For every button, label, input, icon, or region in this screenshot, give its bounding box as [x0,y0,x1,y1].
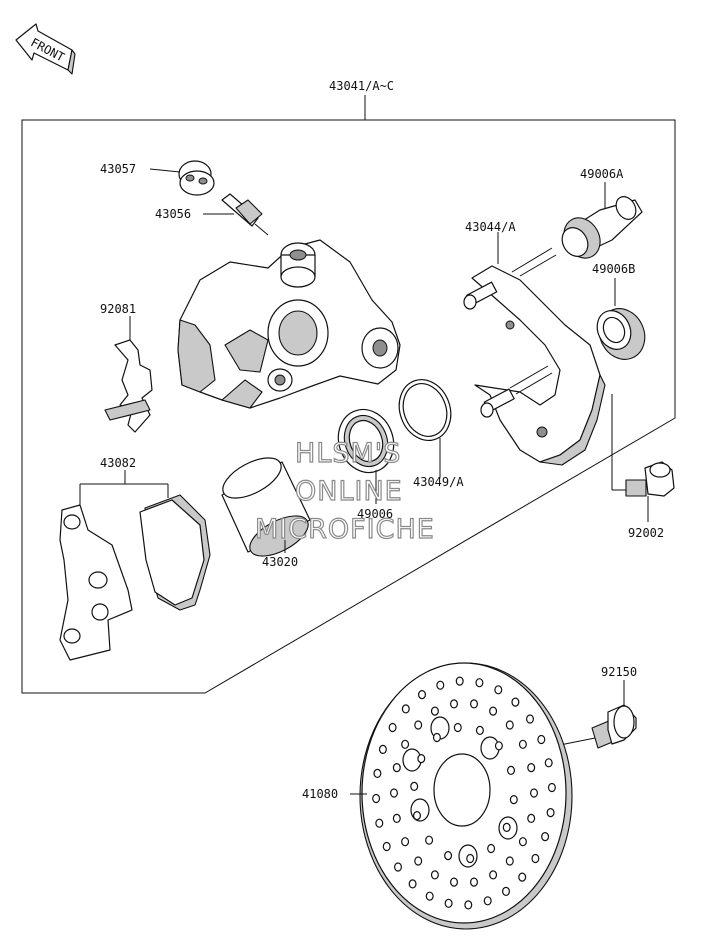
label-43049: 43049/A [413,475,464,489]
disc-hole [414,720,423,730]
disc-hole [489,706,498,716]
disc-hole [436,680,445,690]
caliper-body [177,239,401,409]
disc-hole [505,856,514,866]
disc-hole [375,818,384,828]
boot-49006a [561,196,643,259]
label-49006a: 49006A [580,167,624,181]
disc-hole [509,794,518,805]
disc-hole [450,877,459,887]
disc-hole [531,853,540,864]
disc-hole [390,788,399,798]
disc-hole [544,758,553,768]
dust-seal-49006 [337,408,395,474]
disc-hole [466,853,475,864]
disc-hole [378,744,387,755]
disc-hole [494,741,503,751]
bolt-92002 [625,461,675,497]
disc-hole [414,856,423,866]
disc-hole [541,831,550,842]
bleeder-valve-43056 [221,193,269,236]
label-41080: 41080 [302,787,338,801]
disc-bolt-92150 [591,704,637,749]
boot-49006b [596,308,646,360]
cap-43057 [178,160,215,196]
label-92002: 92002 [628,526,664,540]
label-43044: 43044/A [465,220,516,234]
disc-hole [502,822,511,833]
disc-hole [483,896,492,906]
disc-hole [382,841,391,852]
disc-hole [537,734,546,745]
assembly-outline [21,119,676,694]
disc-hole [425,835,434,845]
disc-hole [525,714,534,724]
disc-hole [511,697,520,707]
watermark-line-1: HLSM'S [295,438,401,469]
disc-hole [455,676,464,686]
brake-pad-left [59,504,133,661]
label-49006b: 49006B [592,262,635,276]
disc-hole [418,689,427,700]
pad-spring-92081 [104,339,153,433]
disc-hole [547,782,556,793]
disc-hole [529,788,538,798]
disc-hole [408,879,417,889]
disc-hole [518,872,527,882]
disc-hole [450,699,459,709]
label-92150: 92150 [601,665,637,679]
disc-hole [392,762,401,773]
label-43056: 43056 [155,207,191,221]
disc-hole [546,807,555,818]
disc-hole [401,837,410,847]
disc-hole [464,900,473,910]
disc-hole [502,886,511,897]
disc-hole [475,725,484,736]
watermark-line-3: MICROFICHE [255,514,435,545]
disc-hole [470,699,479,709]
disc-hole [388,722,397,733]
disc-hole [425,891,434,901]
disc-hole [401,739,410,749]
disc-hole [430,706,439,716]
disc-hole [444,898,453,908]
disc-hole [392,813,401,824]
caliper-holder-43044 [463,247,606,466]
label-49006: 49006 [357,507,393,521]
disc-hole [507,765,516,776]
disc-hole [373,768,382,779]
disc-hole [444,850,453,861]
front-arrow-icon: FRONT [15,23,76,75]
disc-hole [470,877,479,887]
disc-hole [453,722,462,733]
label-43041: 43041/A~C [329,79,394,93]
watermark-line-2: ONLINE [295,476,403,507]
disc-hole [487,843,496,854]
label-92081: 92081 [100,302,136,316]
disc-hole [430,870,439,880]
label-43082: 43082 [100,456,136,470]
disc-hole [401,704,410,714]
disc-hole [432,732,441,743]
label-43057: 43057 [100,162,136,176]
piston-43020 [221,457,311,557]
brake-pad-right [139,494,211,611]
disc-hole [518,837,527,847]
disc-hole [417,753,426,764]
disc-hole [527,762,536,773]
disc-hole [394,862,403,872]
piston-seal-43049 [398,379,452,441]
disc-hole [527,813,536,824]
disc-hole [518,739,527,749]
disc-vent-holes [372,676,556,910]
disc-hole [475,678,484,688]
disc-hole [372,793,381,804]
disc-hole [505,720,514,730]
disc-hole [494,685,503,695]
disc-hole [489,870,498,880]
disc-hole [410,781,419,792]
label-43020: 43020 [262,555,298,569]
disc-hole [413,810,422,821]
